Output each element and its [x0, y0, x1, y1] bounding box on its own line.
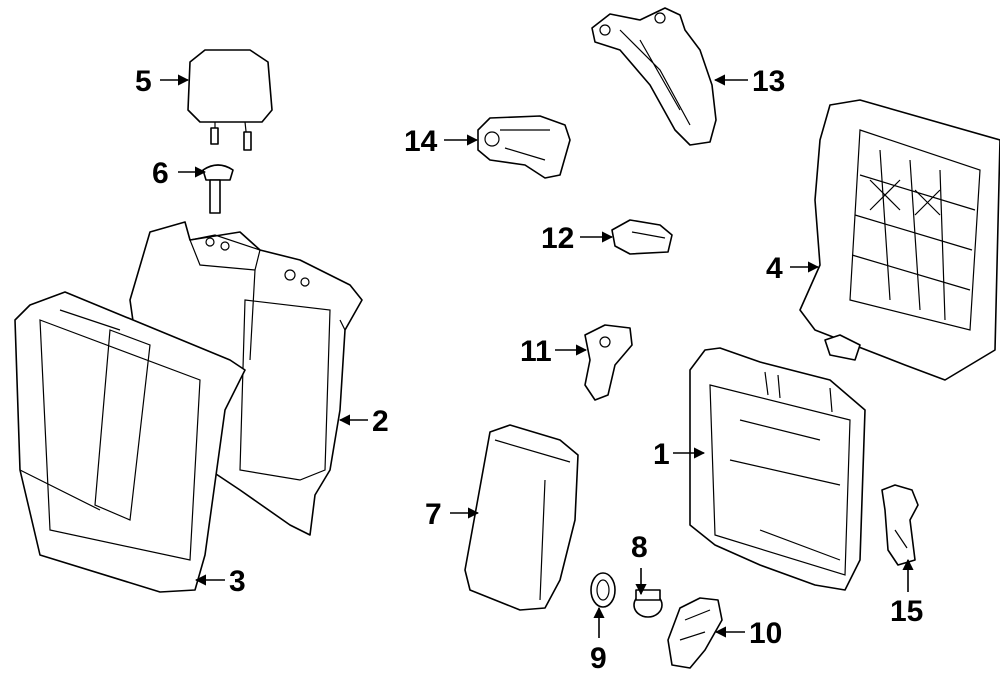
callout-2: 2	[372, 405, 389, 438]
callout-14: 14	[404, 125, 438, 158]
part-seat-back-frame	[689, 347, 866, 591]
part-lock-bracket	[584, 324, 633, 401]
callout-8: 8	[631, 531, 648, 564]
part-hinge-bracket	[591, 7, 717, 146]
callout-3: 3	[229, 565, 246, 598]
part-bracket	[881, 484, 919, 566]
callout-15: 15	[890, 595, 923, 628]
callout-11: 11	[520, 335, 552, 368]
callout-4: 4	[766, 252, 783, 285]
part-ring	[590, 572, 616, 608]
callout-1: 1	[653, 438, 670, 471]
callout-5: 5	[135, 65, 152, 98]
callout-7: 7	[425, 498, 442, 531]
part-headrest-guide	[202, 164, 234, 214]
callout-6: 6	[152, 157, 169, 190]
leader-lines	[160, 74, 914, 638]
part-small-cover	[611, 219, 673, 255]
part-armrest	[464, 424, 579, 611]
part-trim-cover	[667, 597, 723, 669]
callout-labels: 1 2 3 4 5 6 7 8 9 10 11 12 13 14 15	[135, 65, 923, 673]
part-back-board	[799, 99, 1000, 381]
callout-10: 10	[749, 617, 782, 650]
callout-13: 13	[752, 65, 785, 98]
callout-12: 12	[541, 222, 574, 255]
part-headrest	[187, 49, 273, 151]
part-hinge-cover	[477, 115, 571, 179]
callout-9: 9	[590, 642, 607, 673]
part-plug	[633, 589, 663, 618]
part-seat-back-cover	[14, 291, 246, 593]
